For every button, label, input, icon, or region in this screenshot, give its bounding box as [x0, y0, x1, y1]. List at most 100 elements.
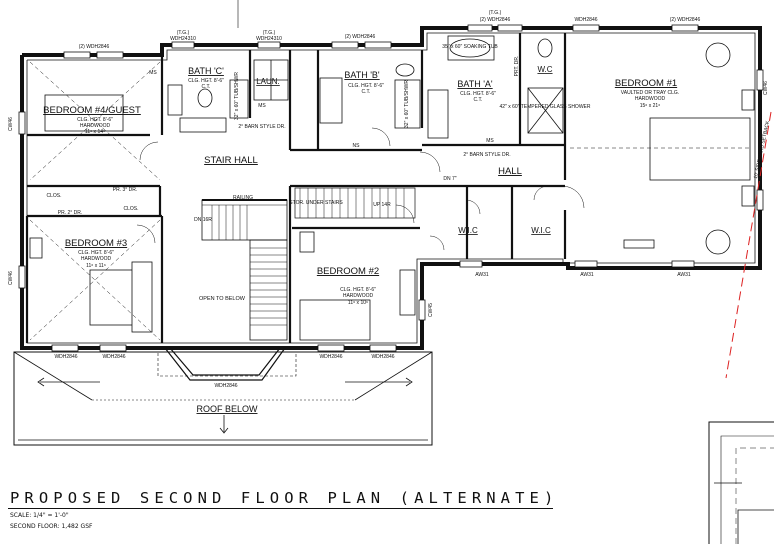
pair-door-label: PR. 3° DR.: [113, 187, 138, 193]
exterior-walls: [20, 26, 762, 350]
barn-door-label: 2° BARN STYLE DR.: [238, 124, 285, 130]
window-label-wic-aw: AW31: [580, 272, 594, 278]
window-label-bed2-left: WDH2846: [319, 354, 342, 360]
stair-dn-label: DN 16R: [194, 217, 212, 223]
bath-b-name: BATH 'B': [344, 70, 380, 80]
ceiling-lines: [29, 61, 750, 341]
window-label-cw-bed4: CW46: [8, 117, 14, 131]
window-label-bed1: (2) WDH2846: [670, 17, 701, 23]
exterior-wall-inner-line: [26, 32, 756, 344]
title-underline: [8, 508, 553, 509]
bath-b-floor: C.T.: [362, 89, 371, 95]
bath-c-name: BATH 'C': [188, 66, 224, 76]
glass-shower-label: 42" x 60" TEMPERED GLASS SHOWER: [500, 104, 591, 110]
neighbor-building: [708, 421, 774, 544]
bath-c-ceiling: CLG. HGT. 8'-6": [188, 78, 224, 84]
window-label-cw-bed1: CW46: [763, 81, 769, 95]
fixtures: [167, 35, 564, 139]
closet-label: CLOS.: [46, 193, 61, 199]
bedroom4-name: BEDROOM #4/GUEST: [43, 105, 141, 116]
room-labels: BEDROOM #4/GUEST CLG. HGT. 8'-6" HARDWOO…: [43, 65, 679, 414]
window-label-bed4: (2) WDH2846: [79, 44, 110, 50]
bedroom2-ceiling: CLG. HGT. 8'-6": [340, 287, 376, 293]
bath-a-ceiling: CLG. HGT. 8'-6": [460, 91, 496, 97]
bedroom4-ceiling: CLG. HGT. 8'-6": [77, 117, 113, 123]
bedroom1-floor: HARDWOOD: [635, 96, 666, 102]
upper-stair-treads: [299, 188, 405, 218]
pair-door-label-2: PR. 2° DR.: [58, 210, 83, 216]
bedroom3-floor: HARDWOOD: [81, 256, 112, 262]
setback-line: [725, 111, 772, 379]
closet-label-2: CLOS.: [123, 206, 138, 212]
laundry-name: LAUN.: [256, 77, 280, 86]
annotations: (2) WDH2846 (T.G.) WDH24310 (T.G.) WDH24…: [8, 10, 771, 389]
window-label-bed1-aw: AW31: [677, 272, 691, 278]
roof-below-name: ROOF BELOW: [196, 404, 258, 414]
roof-below: [13, 351, 433, 446]
bath-c-floor: C.T.: [202, 84, 211, 90]
bedroom2-size: 11⁶ x 10⁶: [348, 300, 368, 306]
bay-window: [157, 347, 297, 381]
open-below-name: OPEN TO BELOW: [199, 296, 246, 302]
tub-shower-label-c: 32" x 60" TUB/SHWR: [234, 72, 240, 120]
area-note: SECOND FLOOR: 1,482 GSF: [10, 523, 93, 530]
window-label-laun: WDH24310: [256, 36, 282, 42]
bedroom4-floor: HARDWOOD: [80, 123, 111, 129]
ms-label-bathc: MS: [258, 103, 266, 109]
wic-left-name: W.I.C: [458, 226, 478, 235]
window-label-bathc: WDH24310: [170, 36, 196, 42]
beds: [29, 89, 755, 341]
barn-door-label-2: 2° BARN STYLE DR.: [463, 152, 510, 158]
bedroom3-ceiling: CLG. HGT. 8'-6": [78, 250, 114, 256]
stair-treads: [211, 205, 287, 326]
bedroom2-name: BEDROOM #2: [317, 266, 379, 277]
window-label-bed3-left: WDH2846: [54, 354, 77, 360]
storage-under-stairs: STOR. UNDER STAIRS: [289, 200, 343, 206]
window-label-wc: WDH2846: [574, 17, 597, 23]
windows: [18, 24, 764, 352]
window-tg-laun: (T.G.): [263, 30, 276, 36]
bath-b-ceiling: CLG. HGT. 8'-6": [348, 83, 384, 89]
window-label-hall-aw: AW31: [475, 272, 489, 278]
window-label-bed3-right: WDH2846: [102, 354, 125, 360]
ns-label: NS: [353, 143, 361, 149]
window-label-bed2-right: WDH2846: [371, 354, 394, 360]
bedroom1-size: 15⁶ x 21⁶: [640, 103, 661, 109]
bath-a-name: BATH 'A': [457, 79, 493, 89]
wic-right-name: W.I.C: [531, 226, 551, 235]
bedroom1-ceiling: VAULTED OR TRAY CLG.: [621, 90, 679, 96]
stair-up-label: UP 14R: [373, 202, 391, 208]
interior-walls: [25, 33, 567, 343]
tub-shower-label-b: 32" x 60" TUB/SHWR: [404, 80, 410, 128]
window-label-cw-bed3: CW46: [8, 271, 14, 285]
step-dn-label: DN 7": [443, 176, 456, 182]
stair-hall-name: STAIR HALL: [204, 155, 258, 166]
window-label-bay: WDH2846: [214, 383, 237, 389]
main-stair: [201, 199, 288, 341]
pocket-door-label: PRT. DR.: [514, 56, 520, 77]
bedroom3-size: 11⁶ x 11⁶: [86, 263, 106, 269]
window-tg-batha: (T.G.): [489, 10, 502, 16]
ms-label-batha: MS: [486, 138, 494, 144]
railing-label: RAILING: [233, 195, 253, 201]
door-swings: [136, 127, 585, 251]
plan-title: PROPOSED SECOND FLOOR PLAN (ALTERNATE): [10, 489, 559, 507]
upper-stair: [294, 187, 416, 219]
bath-a-floor: C.T.: [474, 97, 483, 103]
bedroom3-name: BEDROOM #3: [65, 238, 127, 249]
scale-note: SCALE: 1/4" = 1'-0": [10, 512, 69, 519]
window-label-bathb: (2) WDH2846: [345, 34, 376, 40]
window-tg-bathc: (T.G.): [177, 30, 190, 36]
bedroom2-floor: HARDWOOD: [343, 293, 374, 299]
setback-label: 10' SIDE YARD SETBACK: [753, 120, 771, 180]
armchairs: [705, 42, 731, 255]
ms-label-bed4: MS: [149, 70, 157, 76]
bedroom1-name: BEDROOM #1: [615, 78, 677, 89]
window-label-batha: (2) WDH2846: [480, 17, 511, 23]
wc-name: W.C: [537, 65, 552, 74]
bedroom4-size: 11⁶ x 14⁶: [85, 129, 105, 135]
window-label-cw45: CW45: [428, 303, 434, 317]
soaking-tub-label: 35" x 60" SOAKING TUB: [442, 44, 498, 50]
hall-name: HALL: [498, 166, 522, 177]
